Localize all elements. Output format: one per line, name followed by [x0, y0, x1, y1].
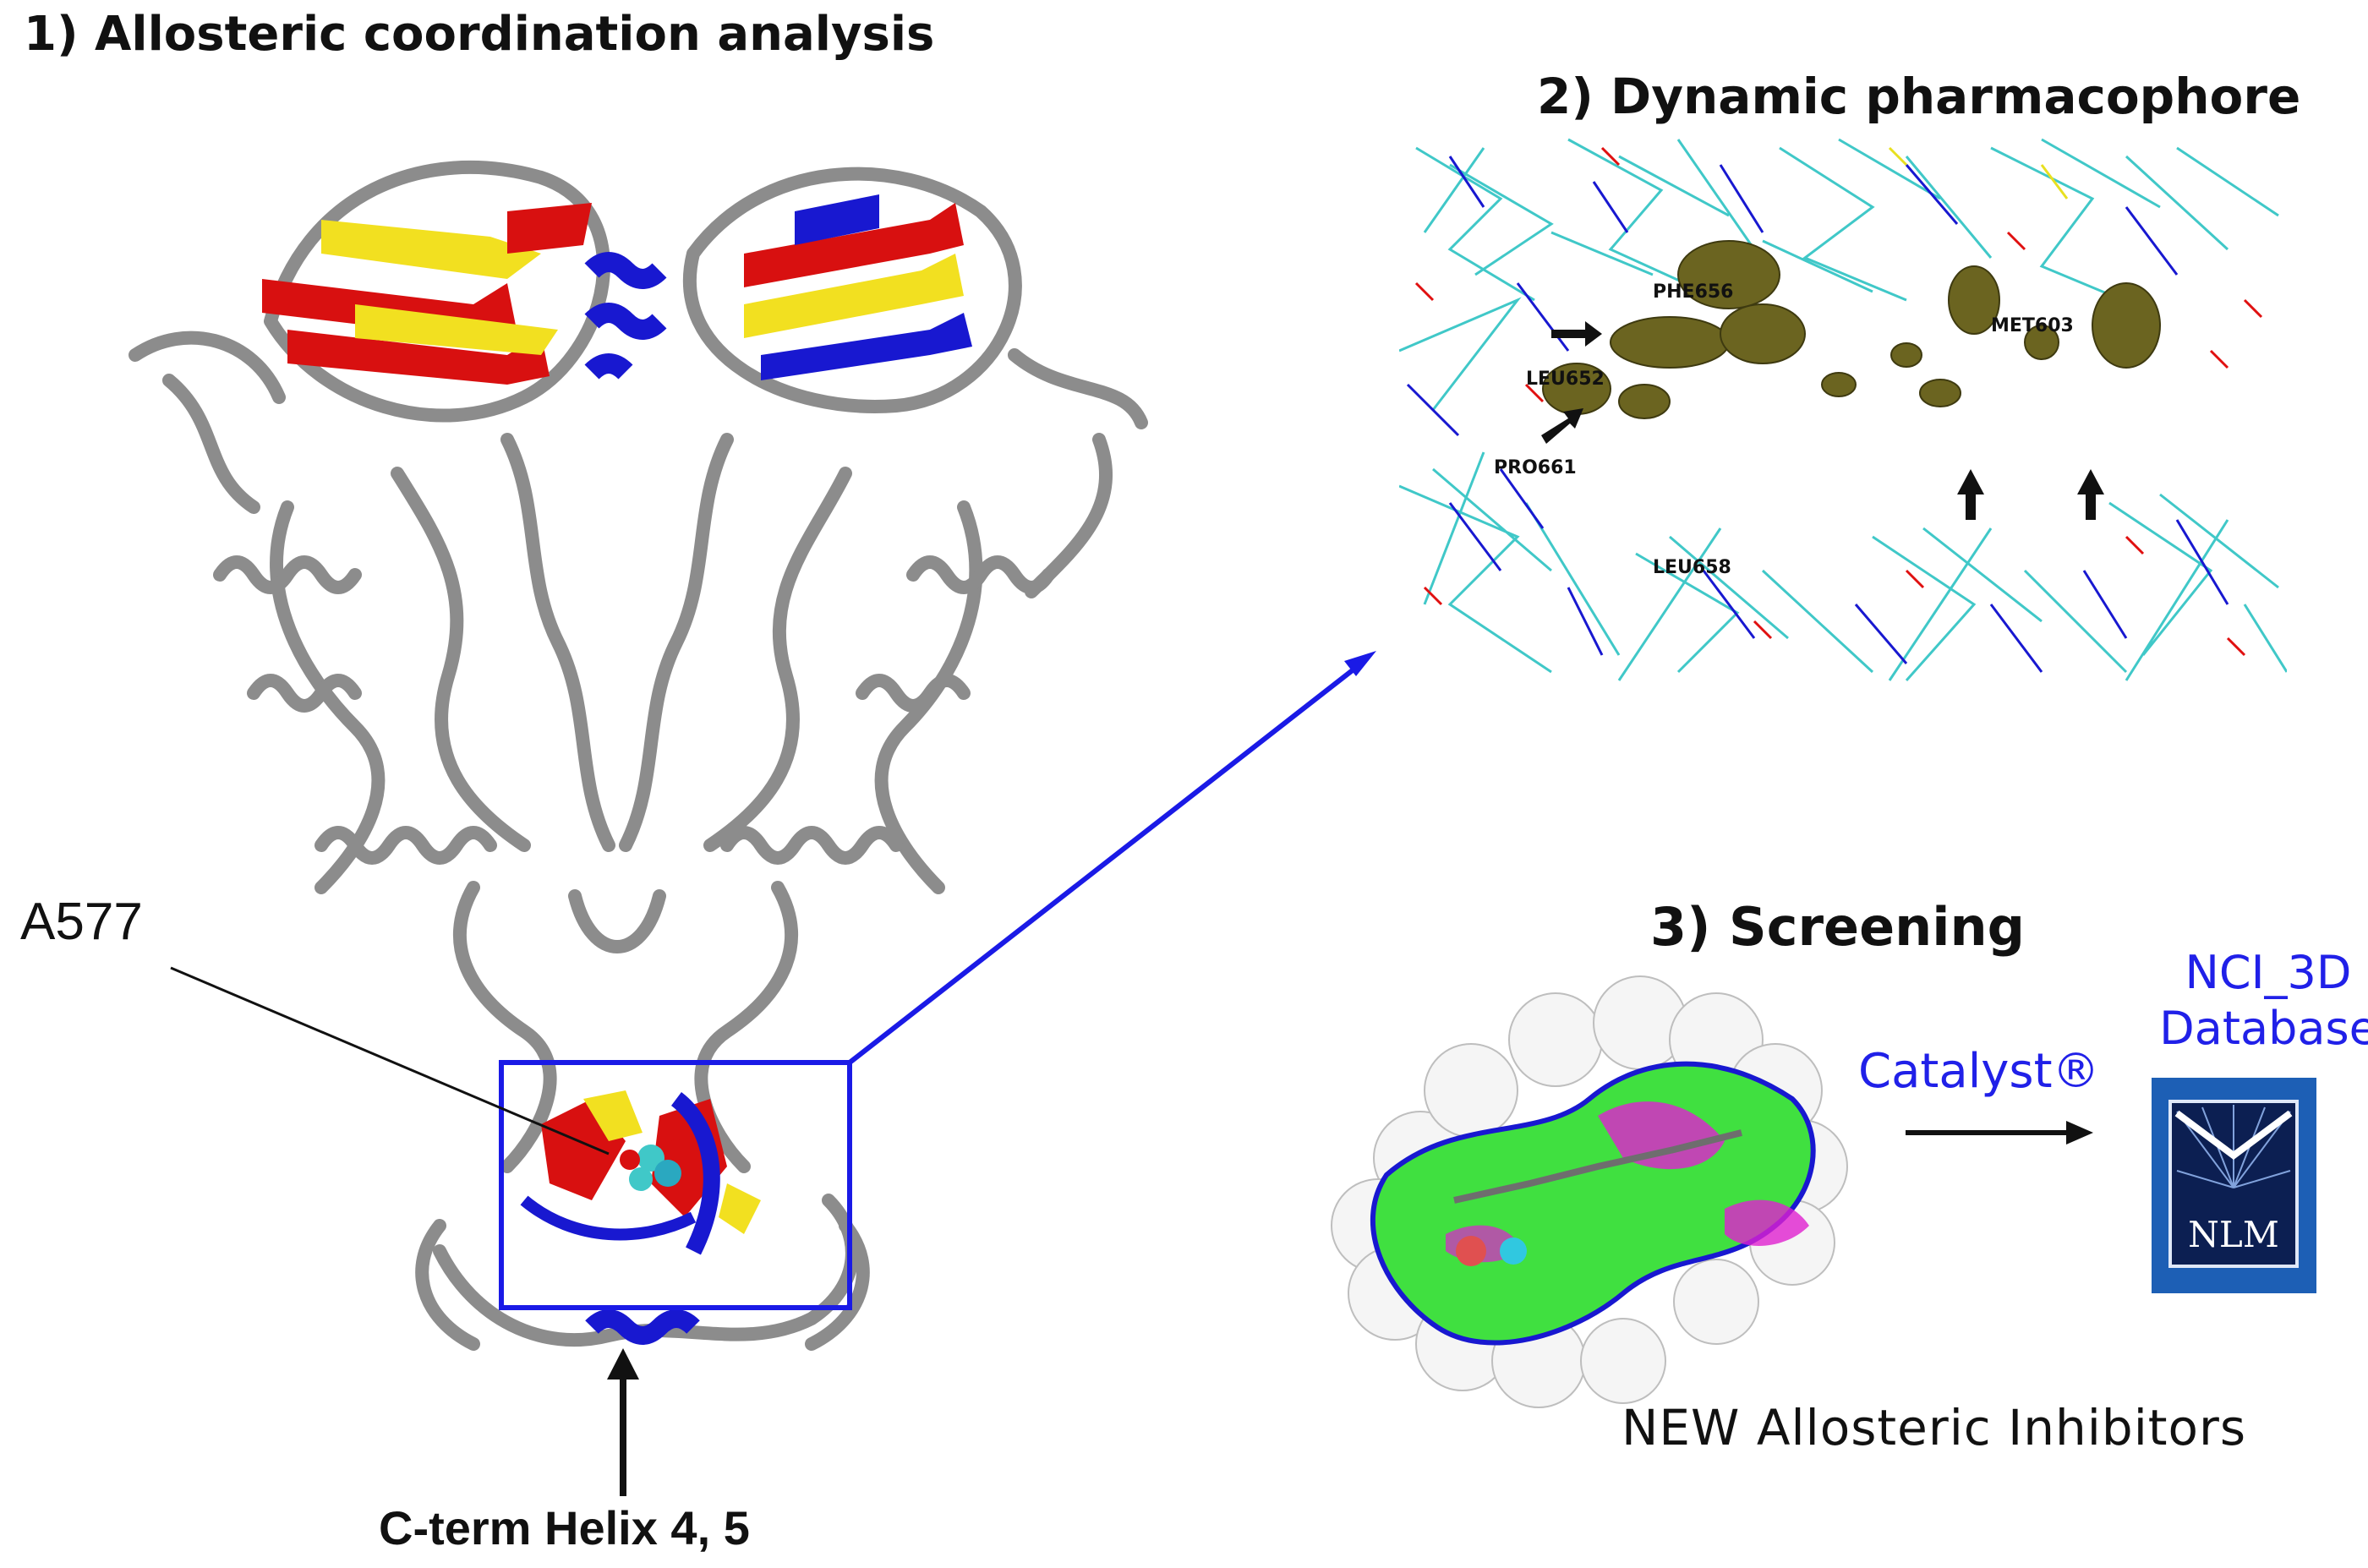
nlm-logo: NLM — [2152, 1078, 2316, 1293]
res-label-leu652: LEU652 — [1526, 369, 1605, 390]
secondary-structure-highlights — [262, 194, 972, 1345]
res-label-pro661: PRO661 — [1494, 457, 1577, 478]
res-label-leu658: LEU658 — [1653, 557, 1731, 578]
res-label-phe656: PHE656 — [1653, 281, 1734, 303]
nci-line1: NCI_3D — [2185, 946, 2352, 999]
panel2-title: 2) Dynamic pharmacophore — [1537, 68, 2301, 125]
res-label-met603: MET603 — [1991, 315, 2074, 336]
ligand-stick — [1453, 1129, 1742, 1204]
a577-label: A577 — [20, 893, 143, 951]
catalyst-arrow — [1906, 1121, 2093, 1145]
protein-ribbon — [129, 161, 1148, 1351]
new-inhibitors-label: NEW Allosteric Inhibitors — [1622, 1399, 2247, 1456]
connector-arrow — [848, 661, 1363, 1065]
surface-patch-magenta — [1598, 1101, 1725, 1170]
pharmacophore-arrows — [1541, 321, 2104, 520]
surface-patch-magenta-2 — [1725, 1199, 1809, 1246]
screening-surface-image — [1331, 975, 1848, 1408]
a577-pointer — [170, 966, 610, 1156]
nlm-logo-text: NLM — [2188, 1214, 2279, 1255]
nci-line2: Database — [2159, 1002, 2368, 1055]
pharmacophore-blobs — [1542, 240, 2161, 419]
cterm-arrowhead — [607, 1348, 639, 1380]
pharmacophore-image: PHE656 MET603 LEU652 PRO661 LEU658 — [1399, 131, 2287, 697]
nci-database-label: NCI_3D Database — [2154, 945, 2368, 1057]
panel1-title: 1) Allosteric coordination analysis — [24, 7, 935, 62]
binding-site-box — [499, 1060, 852, 1310]
connector-arrowhead — [1344, 651, 1376, 676]
ligand-atom-red — [1456, 1236, 1486, 1266]
stick-bundle — [1399, 138, 2287, 681]
ligand-atom-cyan — [1500, 1237, 1527, 1265]
catalyst-label: Catalyst® — [1858, 1044, 2100, 1099]
panel3-title: 3) Screening — [1650, 896, 2026, 958]
cterm-label: C-term Helix 4, 5 — [379, 1501, 750, 1554]
